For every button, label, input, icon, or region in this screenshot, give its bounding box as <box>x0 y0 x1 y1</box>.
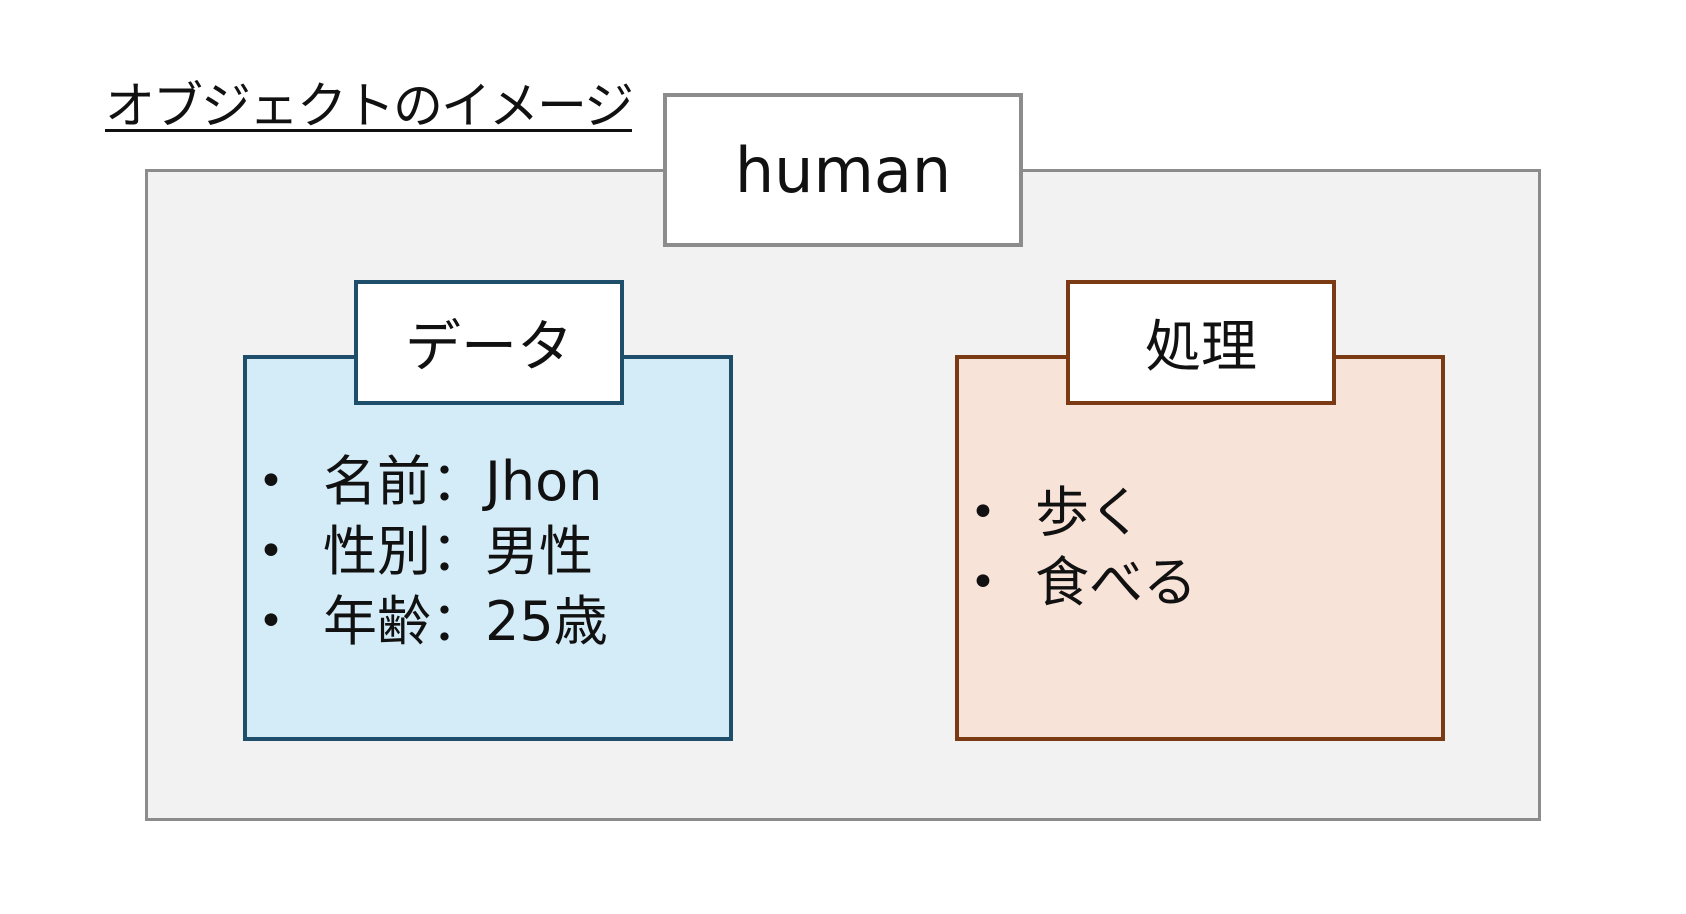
process-item-list: 歩く 食べる <box>970 478 1197 618</box>
data-item-age: 年齢：25歳 <box>258 587 608 657</box>
data-item-list: 名前：Jhon 性別：男性 年齢：25歳 <box>258 447 608 657</box>
process-section-label: 処理 <box>1066 280 1336 405</box>
data-section-label: データ <box>354 280 624 405</box>
process-item-walk: 歩く <box>970 478 1197 548</box>
data-item-gender: 性別：男性 <box>258 517 608 587</box>
object-name-label: human <box>663 93 1023 247</box>
process-item-eat: 食べる <box>970 548 1197 618</box>
data-item-name: 名前：Jhon <box>258 447 608 517</box>
diagram-title: オブジェクトのイメージ <box>105 77 634 135</box>
